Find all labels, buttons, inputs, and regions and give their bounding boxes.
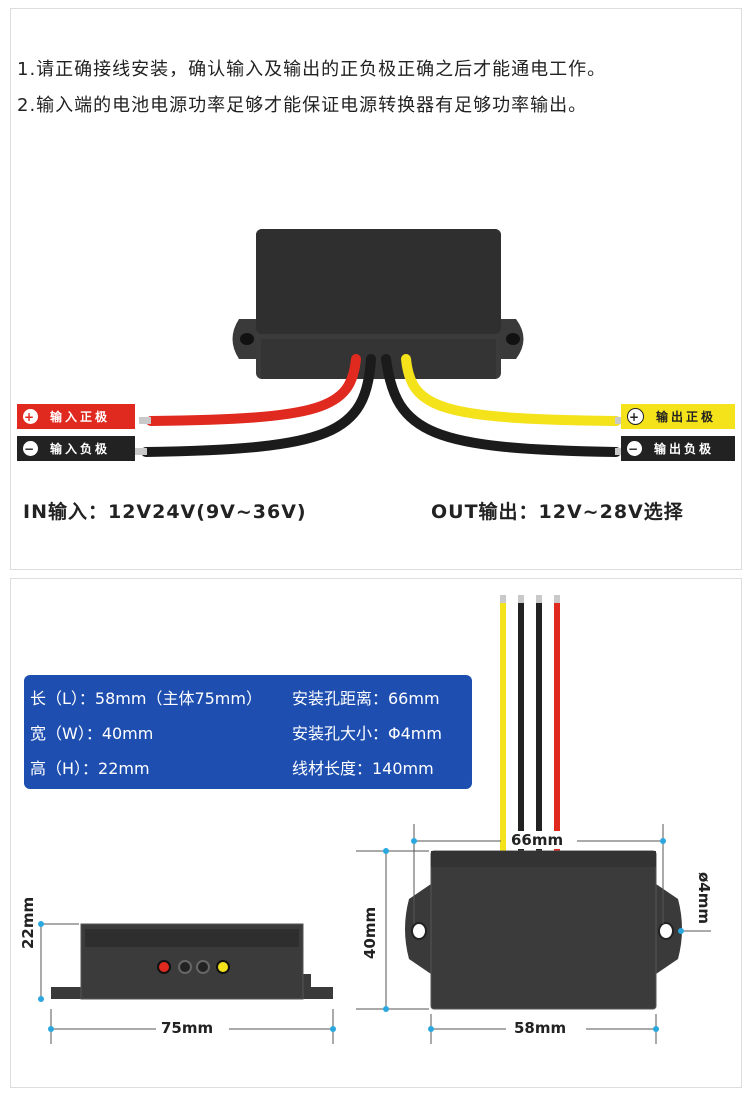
spec-wire-length: 线材长度：140mm bbox=[292, 759, 434, 778]
spec-table: 长（L）：58mm（主体75mm） 安装孔距离：66mm 宽（W）：40mm 安… bbox=[24, 675, 472, 789]
output-voltage-spec: OUT输出：12V~28V选择 bbox=[431, 501, 684, 523]
side-width-dim: 75mm bbox=[161, 1019, 214, 1037]
input-negative-text: 输入负极 bbox=[50, 442, 111, 456]
minus-icon: − bbox=[627, 441, 642, 456]
converter-photo bbox=[135, 229, 627, 457]
dimension-drawing bbox=[38, 595, 711, 1044]
spec-length: 长（L）：58mm（主体75mm） bbox=[30, 689, 262, 708]
input-positive-text: 输入正极 bbox=[50, 410, 111, 424]
spec-height: 高（H）：22mm bbox=[30, 759, 150, 778]
output-positive-text: 输出正极 bbox=[656, 410, 717, 424]
top-height-dim: 40mm bbox=[361, 906, 379, 959]
hole-distance-dim: 66mm bbox=[511, 831, 564, 849]
top-width-dim: 58mm bbox=[514, 1019, 567, 1037]
spec-hole-size: 安装孔大小：Φ4mm bbox=[292, 724, 442, 743]
input-positive-label: + 输入正极 bbox=[17, 404, 135, 429]
output-positive-label: + 输出正极 bbox=[621, 404, 735, 429]
note-1: 1.请正确接线安装，确认输入及输出的正负极正确之后才能通电工作。 bbox=[17, 59, 607, 80]
dimension-panel: 长（L）：58mm（主体75mm） 安装孔距离：66mm 宽（W）：40mm 安… bbox=[10, 578, 742, 1088]
spec-width: 宽（W）：40mm bbox=[30, 724, 154, 743]
output-negative-text: 输出负极 bbox=[654, 442, 715, 456]
output-negative-label: − 输出负极 bbox=[621, 436, 735, 461]
input-negative-label: − 输入负极 bbox=[17, 436, 135, 461]
hole-diameter-dim: ø4mm bbox=[695, 872, 713, 925]
plus-icon: + bbox=[627, 408, 644, 425]
note-2: 2.输入端的电池电源功率足够才能保证电源转换器有足够功率输出。 bbox=[17, 95, 588, 116]
input-voltage-spec: IN输入：12V24V(9V~36V) bbox=[23, 501, 307, 523]
plus-icon: + bbox=[23, 409, 38, 424]
wiring-panel: 1.请正确接线安装，确认输入及输出的正负极正确之后才能通电工作。 2.输入端的电… bbox=[10, 8, 742, 570]
spec-hole-distance: 安装孔距离：66mm bbox=[292, 689, 440, 708]
minus-icon: − bbox=[23, 441, 38, 456]
side-height-dim: 22mm bbox=[19, 896, 37, 949]
